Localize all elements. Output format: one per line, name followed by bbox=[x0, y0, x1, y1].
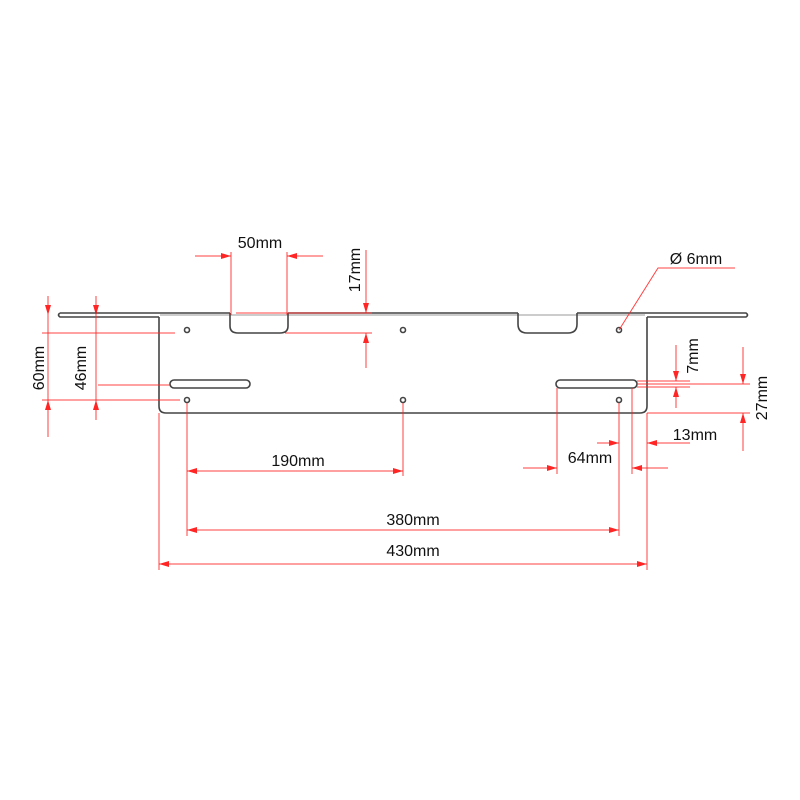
label-notch-width: 50mm bbox=[238, 235, 282, 252]
label-hole-diameter: Ø 6mm bbox=[670, 251, 722, 268]
slot-right bbox=[555, 379, 638, 389]
label-notch-depth: 17mm bbox=[347, 248, 364, 292]
label-hole-from-edge: 13mm bbox=[673, 427, 717, 444]
mounting-holes bbox=[183, 326, 623, 404]
notch-right bbox=[517, 313, 578, 334]
label-total-width: 430mm bbox=[386, 543, 439, 560]
label-slot-from-bottom: 27mm bbox=[754, 376, 771, 420]
bracket-part bbox=[57, 312, 749, 414]
label-hole-spacing: 380mm bbox=[386, 512, 439, 529]
dimension-lines bbox=[42, 250, 750, 570]
dimension-labels: 50mm 17mm Ø 6mm 60mm 46mm 7mm 27mm 13mm … bbox=[31, 235, 771, 560]
label-slot-height-pos: 46mm bbox=[73, 346, 90, 390]
notch-left bbox=[229, 313, 289, 334]
slot-left bbox=[169, 379, 251, 389]
flange bbox=[57, 312, 749, 318]
label-slot-width: 7mm bbox=[685, 338, 702, 374]
label-total-height: 60mm bbox=[31, 346, 48, 390]
label-slot-length: 64mm bbox=[568, 450, 612, 467]
label-half-hole-spacing: 190mm bbox=[271, 453, 324, 470]
